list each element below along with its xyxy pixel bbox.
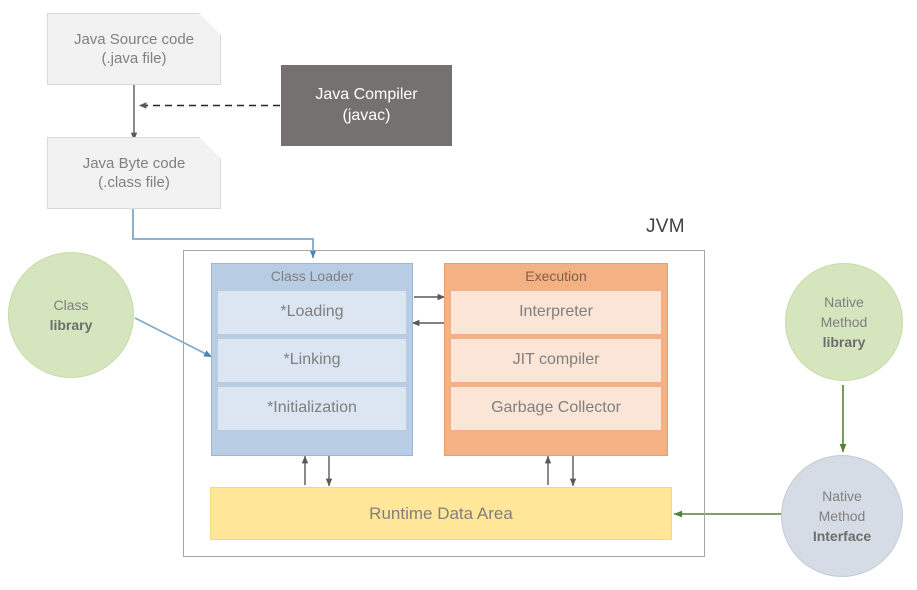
- class-loader-item-initialization: *Initialization: [217, 385, 407, 431]
- execution-item-interpreter: Interpreter: [450, 289, 662, 335]
- class-loader-title: Class Loader: [270, 268, 354, 284]
- java-byte-code-line1: Java Byte code: [82, 154, 186, 172]
- jvm-boundary-box: [183, 250, 705, 557]
- native-method-library-line1: Native: [824, 293, 864, 310]
- runtime-data-area-node: Runtime Data Area: [210, 487, 672, 540]
- execution-item-garbage-collector: Garbage Collector: [450, 385, 662, 431]
- class-loader-group: Class Loader *Loading *Linking *Initiali…: [211, 263, 413, 456]
- java-source-code-line1: Java Source code: [73, 30, 195, 48]
- native-method-interface-line3: Interface: [812, 528, 872, 545]
- class-library-line2: library: [49, 317, 93, 333]
- native-method-interface-line1: Native: [822, 487, 862, 504]
- java-compiler-line2: (javac): [342, 106, 391, 124]
- java-compiler-node: Java Compiler (javac): [281, 65, 452, 146]
- class-loader-item-linking: *Linking: [217, 337, 407, 383]
- java-byte-code-line2: (.class file): [98, 174, 170, 191]
- runtime-data-area-label: Runtime Data Area: [369, 503, 513, 523]
- execution-item-jit-compiler: JIT compiler: [450, 337, 662, 383]
- java-source-code-line2: (.java file): [101, 50, 167, 67]
- class-library-node: Class library: [8, 252, 134, 378]
- java-byte-code-node: Java Byte code (.class file): [47, 137, 221, 209]
- native-method-interface-node: Native Method Interface: [781, 455, 903, 577]
- native-method-interface-line2: Method: [818, 507, 866, 524]
- class-loader-item-loading: *Loading: [217, 289, 407, 335]
- jvm-label: JVM: [646, 216, 685, 237]
- execution-title: Execution: [525, 268, 587, 284]
- java-source-code-node: Java Source code (.java file): [47, 13, 221, 85]
- native-method-library-node: Native Method library: [785, 263, 903, 381]
- execution-group: Execution Interpreter JIT compiler Garba…: [444, 263, 668, 456]
- java-compiler-line1: Java Compiler: [315, 86, 418, 104]
- class-library-line1: Class: [53, 296, 89, 313]
- native-method-library-line3: library: [822, 334, 866, 351]
- native-method-library-line2: Method: [820, 313, 868, 330]
